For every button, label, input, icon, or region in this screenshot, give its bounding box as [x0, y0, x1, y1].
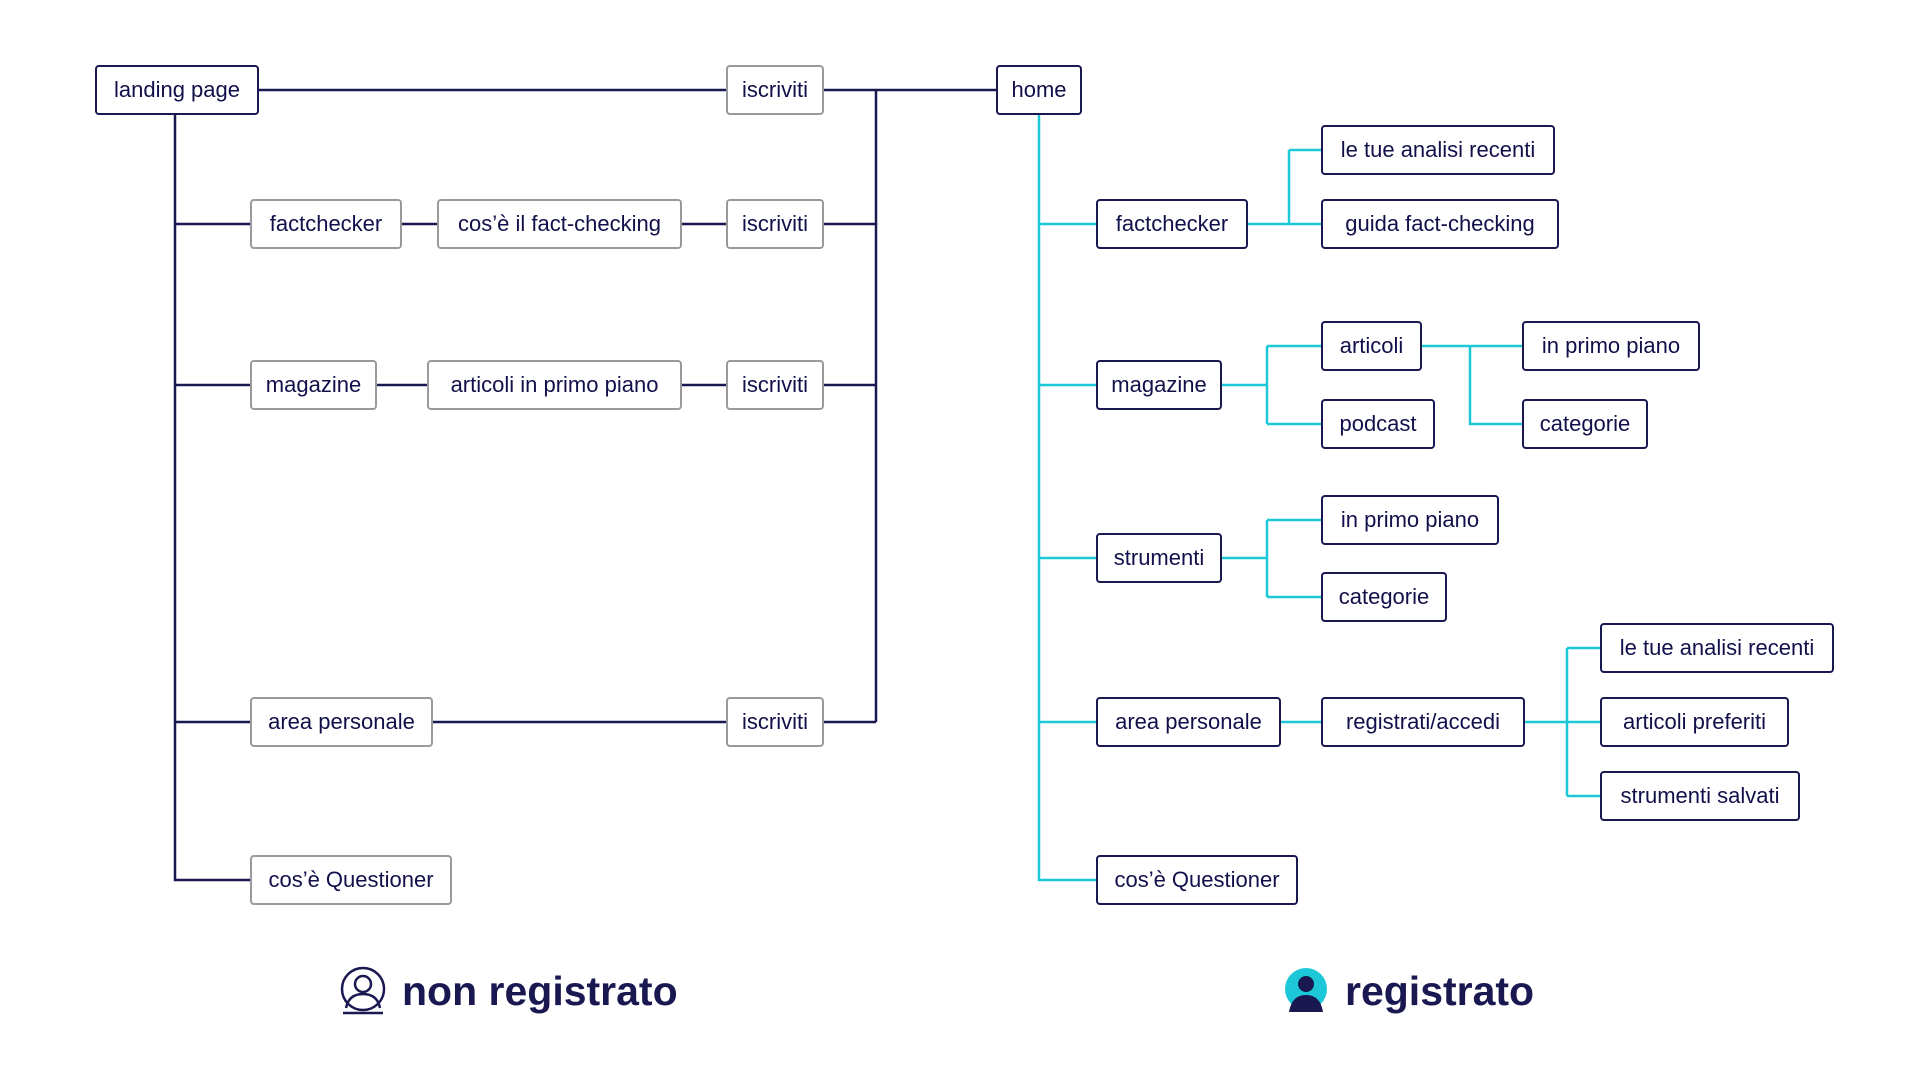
node-r-le-tue-analisi-recenti-2: le tue analisi recenti: [1600, 623, 1834, 673]
node-area-personale: area personale: [250, 697, 433, 747]
node-r-strumenti-salvati: strumenti salvati: [1600, 771, 1800, 821]
node-r-guida-fact-checking: guida fact-checking: [1321, 199, 1559, 249]
node-iscriviti: iscriviti: [726, 199, 824, 249]
user-filled-icon: [1285, 968, 1327, 1012]
connector-r-strum-branch: [1222, 518, 1321, 599]
node-r-strumenti-categorie: categorie: [1321, 572, 1447, 622]
node-iscriviti: iscriviti: [726, 360, 824, 410]
connector-r-analisi: [1287, 148, 1321, 224]
node-r-strumenti-in-primo-piano: in primo piano: [1321, 495, 1499, 545]
node-home: home: [996, 65, 1082, 115]
node-r-cose-questioner: cos’è Questioner: [1096, 855, 1298, 905]
node-r-articoli-preferiti: articoli preferiti: [1600, 697, 1789, 747]
node-iscriviti: iscriviti: [726, 65, 824, 115]
legend-registrato: registrato: [1283, 966, 1534, 1016]
legend-registrato-label: registrato: [1345, 967, 1535, 1014]
node-r-area-personale: area personale: [1096, 697, 1281, 747]
node-r-articoli-categorie: categorie: [1522, 399, 1648, 449]
legend-non-registrato: non registrato: [340, 966, 678, 1016]
node-iscriviti: iscriviti: [726, 697, 824, 747]
node-articoli-in-primo-piano: articoli in primo piano: [427, 360, 682, 410]
node-r-articoli: articoli: [1321, 321, 1422, 371]
node-r-le-tue-analisi-recenti: le tue analisi recenti: [1321, 125, 1555, 175]
legend-non-registrato-label: non registrato: [402, 967, 678, 1014]
node-r-magazine: magazine: [1096, 360, 1222, 410]
node-cose-questioner: cos’è Questioner: [250, 855, 452, 905]
user-outline-icon: [340, 966, 386, 1015]
home-trunk-connector: [1037, 115, 1096, 882]
node-cose-fact-checking: cos’è il fact-checking: [437, 199, 682, 249]
node-magazine: magazine: [250, 360, 377, 410]
node-r-factchecker: factchecker: [1096, 199, 1248, 249]
node-r-podcast: podcast: [1321, 399, 1435, 449]
node-r-articoli-in-primo-piano: in primo piano: [1522, 321, 1700, 371]
connector-r-articoli-branch: [1422, 344, 1522, 426]
connector-r-reg-branch: [1525, 646, 1600, 798]
trunk-connector: [173, 115, 250, 882]
node-r-strumenti: strumenti: [1096, 533, 1222, 583]
node-landing-page: landing page: [95, 65, 259, 115]
connector-r-mag-branch: [1222, 344, 1321, 426]
node-r-registrati-accedi: registrati/accedi: [1321, 697, 1525, 747]
node-factchecker: factchecker: [250, 199, 402, 249]
